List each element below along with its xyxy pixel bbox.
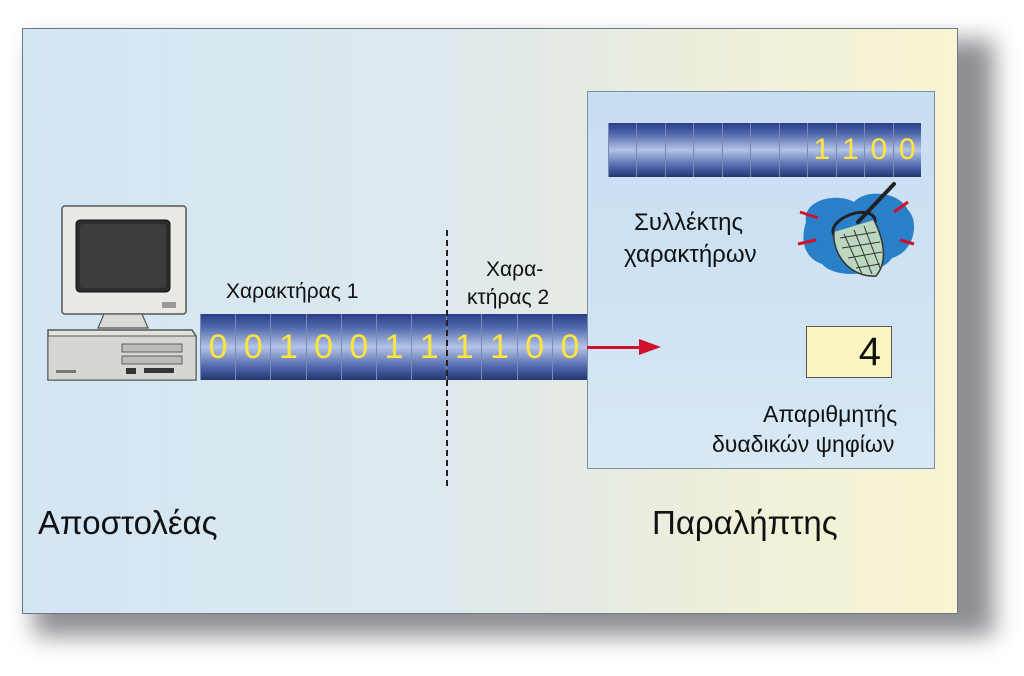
collector-bit-cell — [750, 123, 779, 177]
stream-bit-cell: 0 — [340, 314, 376, 380]
stream-bit-cell: 0 — [200, 314, 236, 380]
stream-bit-cell: 1 — [375, 314, 412, 380]
transmission-arrow — [587, 346, 641, 349]
stream-bit-cell: 1 — [411, 314, 447, 380]
stream-bit-cell: 0 — [516, 314, 552, 380]
collector-bit-cell — [636, 123, 665, 177]
stream-bit-cell: 1 — [446, 314, 482, 380]
collector-bit-cell: 0 — [864, 123, 893, 177]
sender-label: Αποστολέας — [38, 504, 218, 541]
collector-bit-cell — [693, 123, 722, 177]
counter-caption-line1: Απαριθμητής — [763, 401, 898, 427]
collector-bit-cell — [721, 123, 751, 177]
character-1-label: Χαρακτήρας 1 — [226, 280, 359, 303]
character-2-label-line2: κτήρας 2 — [467, 286, 550, 309]
receiver-label: Παραλήπτης — [652, 504, 838, 541]
bit-counter-display: 4 — [806, 326, 892, 378]
stream-bit-cell: 1 — [270, 314, 306, 380]
counter-caption-line2: δυαδικών ψηφίων — [712, 431, 895, 457]
collector-label-line1: Συλλέκτης — [634, 209, 744, 236]
character-separator — [446, 230, 448, 486]
collector-bit-cell — [664, 123, 694, 177]
collector-bit-cell: 0 — [892, 123, 921, 177]
stream-bit-cell: 0 — [551, 314, 587, 380]
collector-bit-cell: 1 — [835, 123, 865, 177]
transmission-arrow-head — [639, 339, 661, 355]
collector-bit-cell — [778, 123, 808, 177]
computer-icon — [47, 205, 197, 381]
butterfly-net-icon — [797, 182, 915, 277]
stream-bit-cell: 1 — [481, 314, 517, 380]
collector-bit-cell: 1 — [807, 123, 836, 177]
collector-label-line2: χαρακτήρων — [624, 241, 757, 268]
stream-bit-cell: 0 — [305, 314, 341, 380]
stream-bit-cell: 0 — [235, 314, 271, 380]
collector-bit-cell — [608, 123, 637, 177]
character-2-label-line1: Χαρα- — [486, 258, 544, 281]
